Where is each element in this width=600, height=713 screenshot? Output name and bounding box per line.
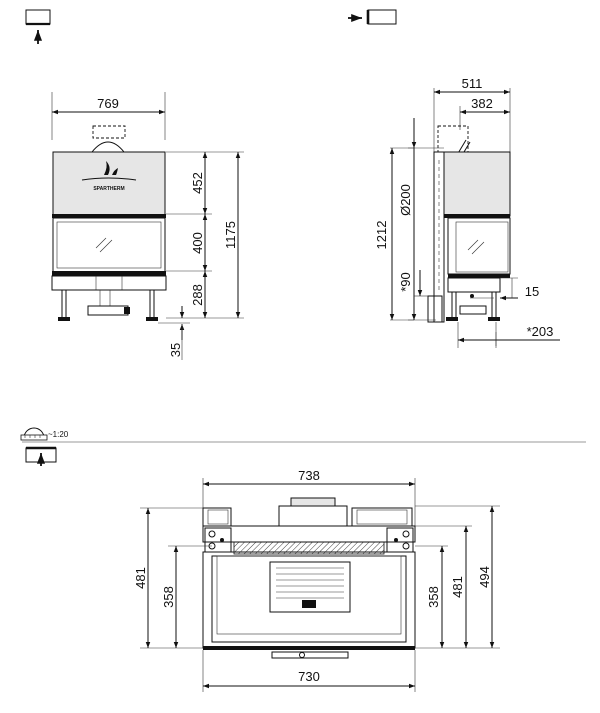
plan-bottom-width-label: 730: [298, 669, 320, 684]
brand-label: SPARTHERM: [93, 186, 124, 192]
plan-top-width-label: 738: [298, 468, 320, 483]
plan-view: 738: [133, 468, 500, 692]
view-from-side-icon: [348, 9, 397, 25]
side-air-depth-label: *203: [527, 324, 554, 339]
view-from-top-icon: [25, 446, 57, 466]
front-glass: [52, 217, 166, 273]
side-depth-total-label: 511: [462, 76, 483, 91]
side-hood: [443, 151, 511, 217]
front-view: 769 SPARTHERM: [51, 92, 244, 360]
side-height-label: 1212: [374, 221, 389, 250]
grate: [269, 561, 351, 613]
side-offset-label: 15: [525, 284, 539, 299]
front-hood: [52, 151, 166, 216]
plan-right-outer-label: 494: [477, 566, 492, 588]
scale-ruler-icon: [20, 427, 48, 441]
front-height-hood-label: 452: [190, 172, 205, 194]
front-height-glass-label: 400: [190, 232, 205, 254]
scale-label: ~1:20: [48, 430, 69, 439]
front-width-label: 769: [97, 96, 119, 111]
brand-logo: SPARTHERM: [81, 161, 137, 192]
front-total-height-label: 1175: [223, 221, 238, 249]
plan-left-inner-label: 358: [161, 586, 176, 608]
plan-right-mid-label: 481: [450, 576, 465, 598]
front-height-base-label: 288: [190, 284, 205, 306]
side-view: 511 382 1212: [374, 76, 560, 348]
hatched-frame: [233, 541, 385, 555]
side-depth-top-label: 382: [471, 96, 493, 111]
side-glass: [447, 217, 511, 275]
plan-left-outer-label: 481: [133, 567, 148, 589]
plan-right-inner-label: 358: [426, 586, 441, 608]
flue-diameter-label: Ø200: [398, 184, 413, 216]
air-inlet-height-label: *90: [398, 272, 413, 292]
foot-height-label: 35: [168, 343, 183, 357]
view-from-below-icon: [25, 9, 51, 44]
